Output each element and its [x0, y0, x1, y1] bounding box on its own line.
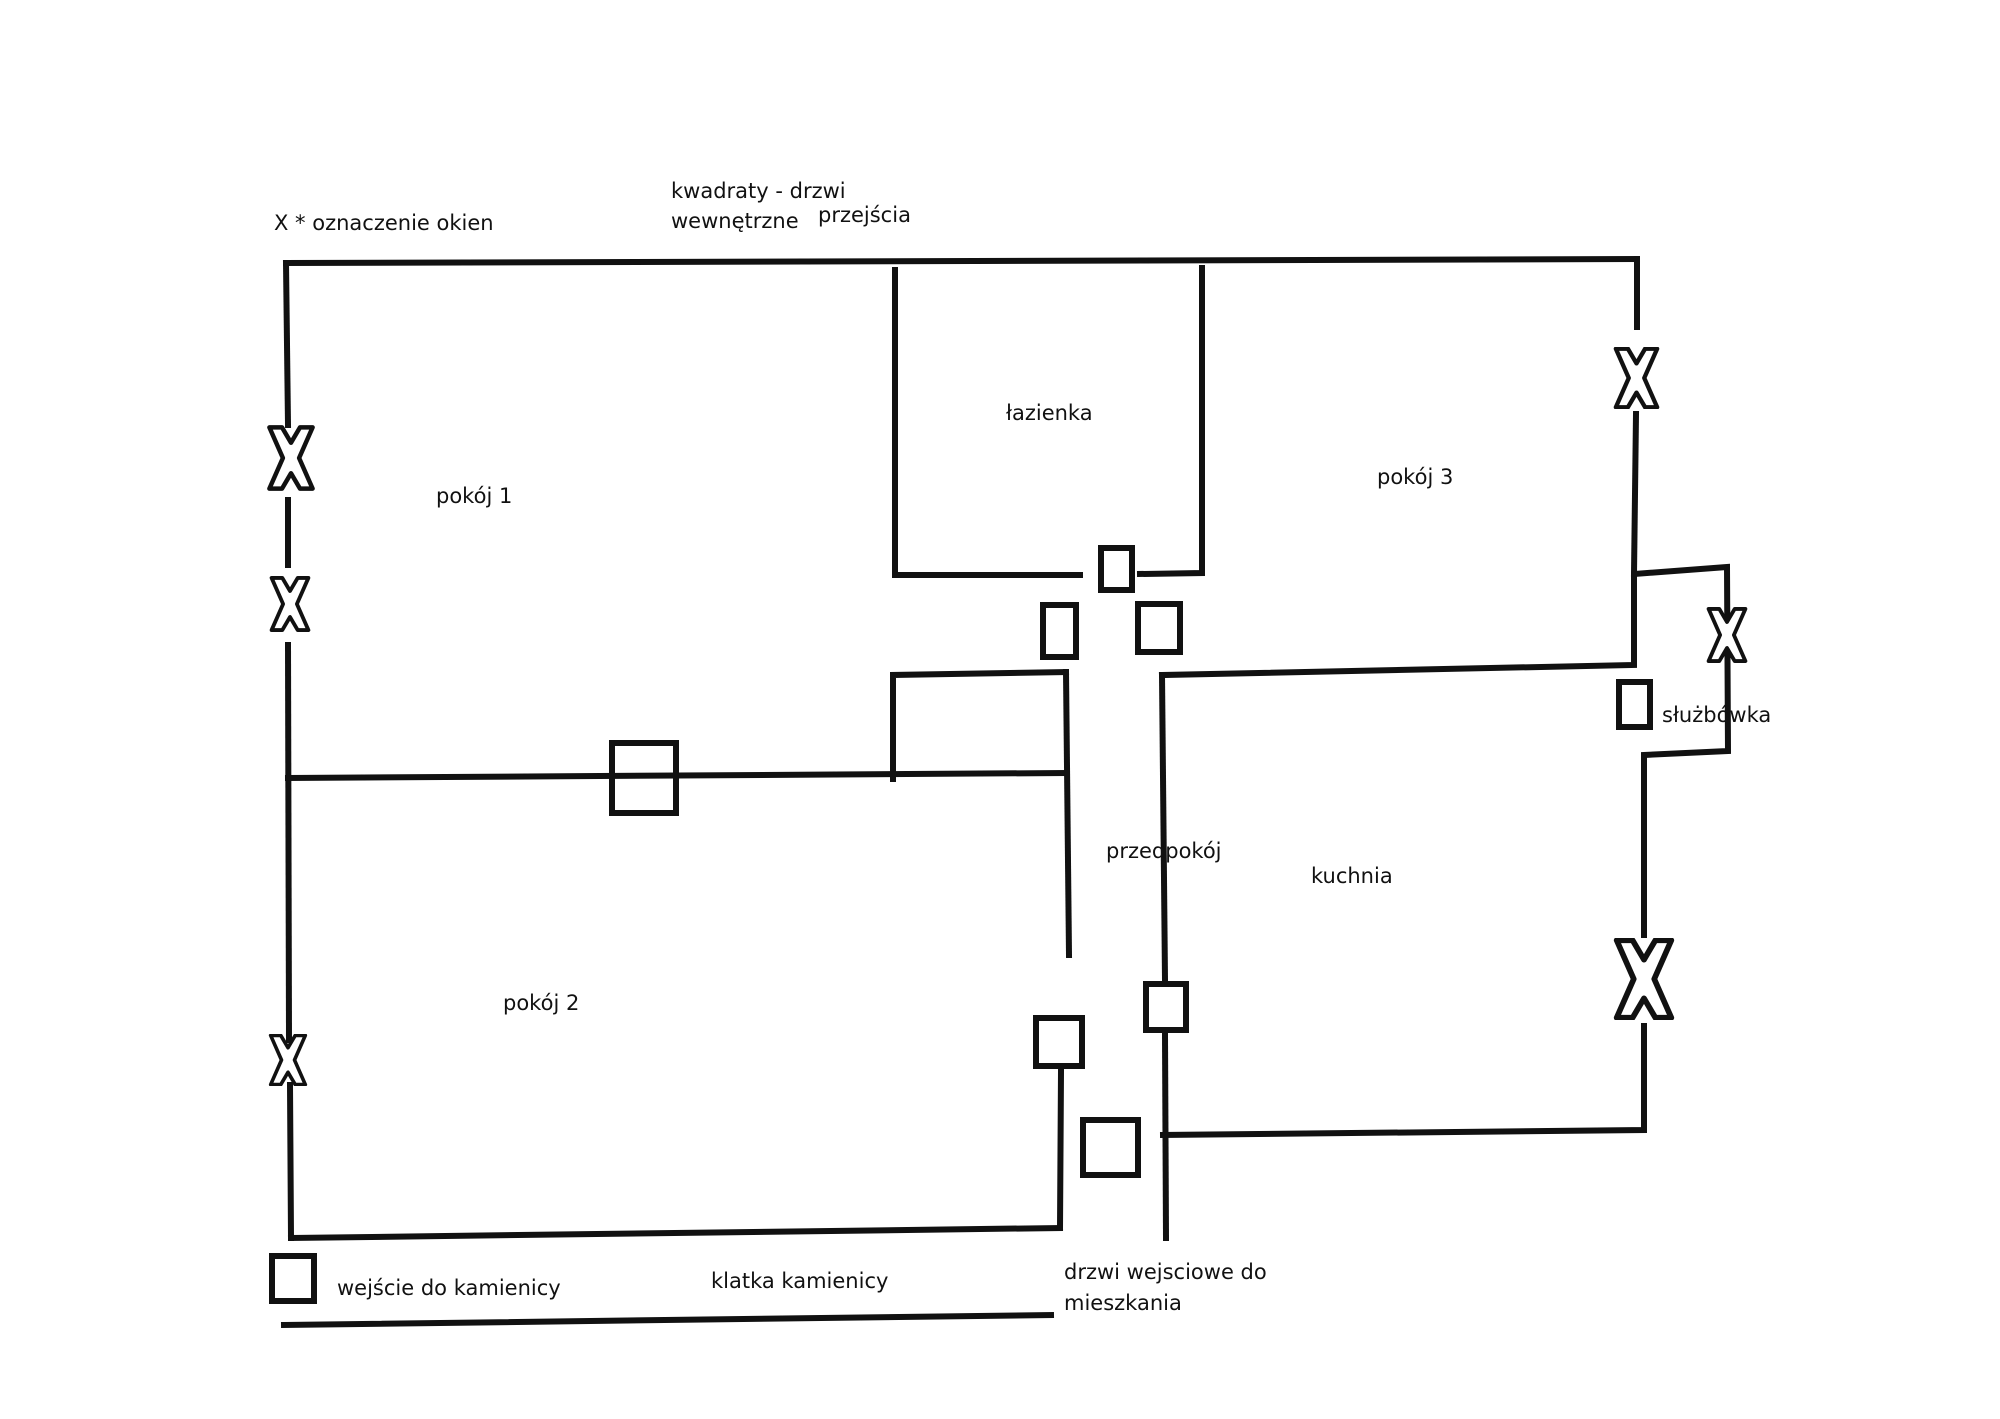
- label-staircase: klatka kamienicy: [711, 1269, 889, 1293]
- left-wall-bottom: [286, 1081, 295, 1242]
- door-room1-room2: [609, 740, 679, 816]
- top-outer-wall: [282, 255, 1641, 267]
- label-building-entrance: wejście do kamienicy: [337, 1276, 561, 1300]
- bathroom-right-wall: [1136, 265, 1205, 578]
- kitchen-right-wall-low: [1159, 1023, 1647, 1139]
- legend-doors-line2: wewnętrzne: [671, 209, 799, 233]
- room-label-room3: pokój 3: [1377, 465, 1454, 489]
- legend-doors-line3: przejścia: [818, 203, 911, 227]
- room-label-kitchen: kuchnia: [1311, 864, 1393, 888]
- legend-windows: X * oznaczenie okien: [274, 211, 494, 235]
- left-wall-lower: [284, 641, 293, 1044]
- windows: [269, 349, 1745, 1085]
- door-apartment-entrance: [1080, 1117, 1141, 1178]
- kitchen-left-wall: [1158, 671, 1169, 984]
- window-kitchen: [1617, 940, 1672, 1017]
- left-wall-upper: [282, 259, 292, 429]
- kitchen-left-wall-low: [1161, 1032, 1170, 1242]
- bathroom-left-wall: [892, 267, 1083, 578]
- label-entrance-door-line2: mieszkania: [1064, 1291, 1182, 1315]
- legend-doors-line1: kwadraty - drzwi: [671, 179, 846, 203]
- room3-right-wall-mid: [1630, 410, 1640, 578]
- window-room1-lower: [272, 578, 309, 630]
- label-entrance-door-line1: drzwi wejsciowe do: [1064, 1260, 1267, 1284]
- staircase-line: [280, 1311, 1055, 1329]
- room-label-room1: pokój 1: [436, 484, 513, 508]
- door-room2-hall: [1033, 1015, 1085, 1069]
- kitchen-top-wall: [1158, 563, 1732, 938]
- hallway-left-wall: [1062, 668, 1073, 959]
- room-label-bathroom: łazienka: [1006, 401, 1093, 425]
- door-kitchen-hall: [1143, 981, 1189, 1033]
- walls: [280, 255, 1732, 1329]
- window-room1-upper: [269, 427, 312, 488]
- closet-wall: [890, 668, 1070, 782]
- room-label-room2: pokój 2: [503, 991, 580, 1015]
- window-room3: [1616, 349, 1657, 408]
- door-room3-hall: [1135, 601, 1183, 655]
- door-bathroom: [1098, 545, 1135, 593]
- room2-bottom-wall: [287, 1224, 1064, 1242]
- door-service-room: [1616, 679, 1653, 730]
- door-room1-hall: [1040, 602, 1079, 660]
- room-label-hallway: przedpokój: [1106, 839, 1222, 863]
- door-building-entrance: [269, 1253, 317, 1304]
- hallway-left-wall-low: [1056, 1068, 1065, 1232]
- room-label-service-room: służbówka: [1662, 703, 1772, 727]
- doors: [269, 545, 1653, 1304]
